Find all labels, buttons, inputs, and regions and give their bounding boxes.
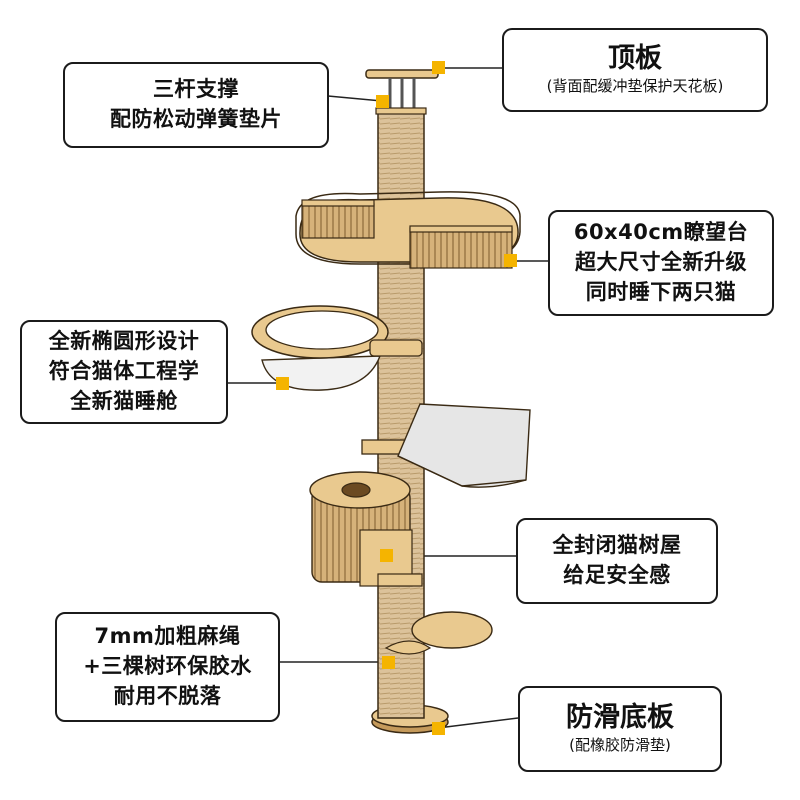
- connector-support: [327, 95, 383, 102]
- oval-sleeping-pod: [251, 305, 423, 391]
- house-line-1: 全封闭猫树屋: [552, 533, 682, 558]
- lookout-platform: [295, 191, 521, 269]
- support-line-1: 三杆支撑: [153, 77, 239, 102]
- marker-rope: [382, 656, 395, 669]
- support-line-2: 配防松动弹簧垫片: [110, 107, 282, 131]
- callout-top-plate: 顶板 (背面配缓冲垫保护天花板): [502, 28, 768, 112]
- callout-lookout: 60x40cm瞭望台 超大尺寸全新升级 同时睡下两只猫: [548, 210, 774, 316]
- marker-pod: [276, 377, 289, 390]
- top-plate: [365, 69, 439, 115]
- callout-support: 三杆支撑 配防松动弹簧垫片: [63, 62, 329, 148]
- round-step: [384, 611, 493, 655]
- marker-base: [432, 722, 445, 735]
- callout-rope: 7mm加粗麻绳 +三棵树环保胶水 耐用不脱落: [55, 612, 280, 722]
- callout-house: 全封闭猫树屋 给足安全感: [516, 518, 718, 604]
- pod-line-1: 全新椭圆形设计: [48, 329, 200, 354]
- hammock-step: [361, 403, 531, 488]
- rope-line-3: 耐用不脱落: [113, 683, 222, 708]
- cat-house: [309, 471, 423, 587]
- top-plate-title: 顶板: [608, 43, 662, 75]
- base-subtitle: (配橡胶防滑垫): [569, 736, 671, 755]
- marker-house: [380, 549, 393, 562]
- marker-top-plate: [432, 61, 445, 74]
- callout-base: 防滑底板 (配橡胶防滑垫): [518, 686, 722, 772]
- marker-lookout: [504, 254, 517, 267]
- house-line-2: 给足安全感: [563, 563, 671, 587]
- lookout-line-3: 同时睡下两只猫: [585, 279, 737, 304]
- connector-base: [437, 717, 519, 729]
- lookout-line-1: 60x40cm瞭望台: [573, 220, 749, 245]
- callout-pod: 全新椭圆形设计 符合猫体工程学 全新猫睡舱: [20, 320, 228, 424]
- top-plate-subtitle: (背面配缓冲垫保护天花板): [546, 77, 724, 96]
- base-title: 防滑底板: [566, 702, 674, 734]
- marker-support: [376, 95, 389, 108]
- pod-line-2: 符合猫体工程学: [48, 359, 200, 384]
- pod-line-3: 全新猫睡舱: [70, 388, 178, 413]
- lookout-line-2: 超大尺寸全新升级: [575, 250, 747, 275]
- callout-markers: [276, 61, 517, 735]
- rope-line-2: +三棵树环保胶水: [83, 654, 252, 679]
- rope-line-1: 7mm加粗麻绳: [94, 624, 241, 649]
